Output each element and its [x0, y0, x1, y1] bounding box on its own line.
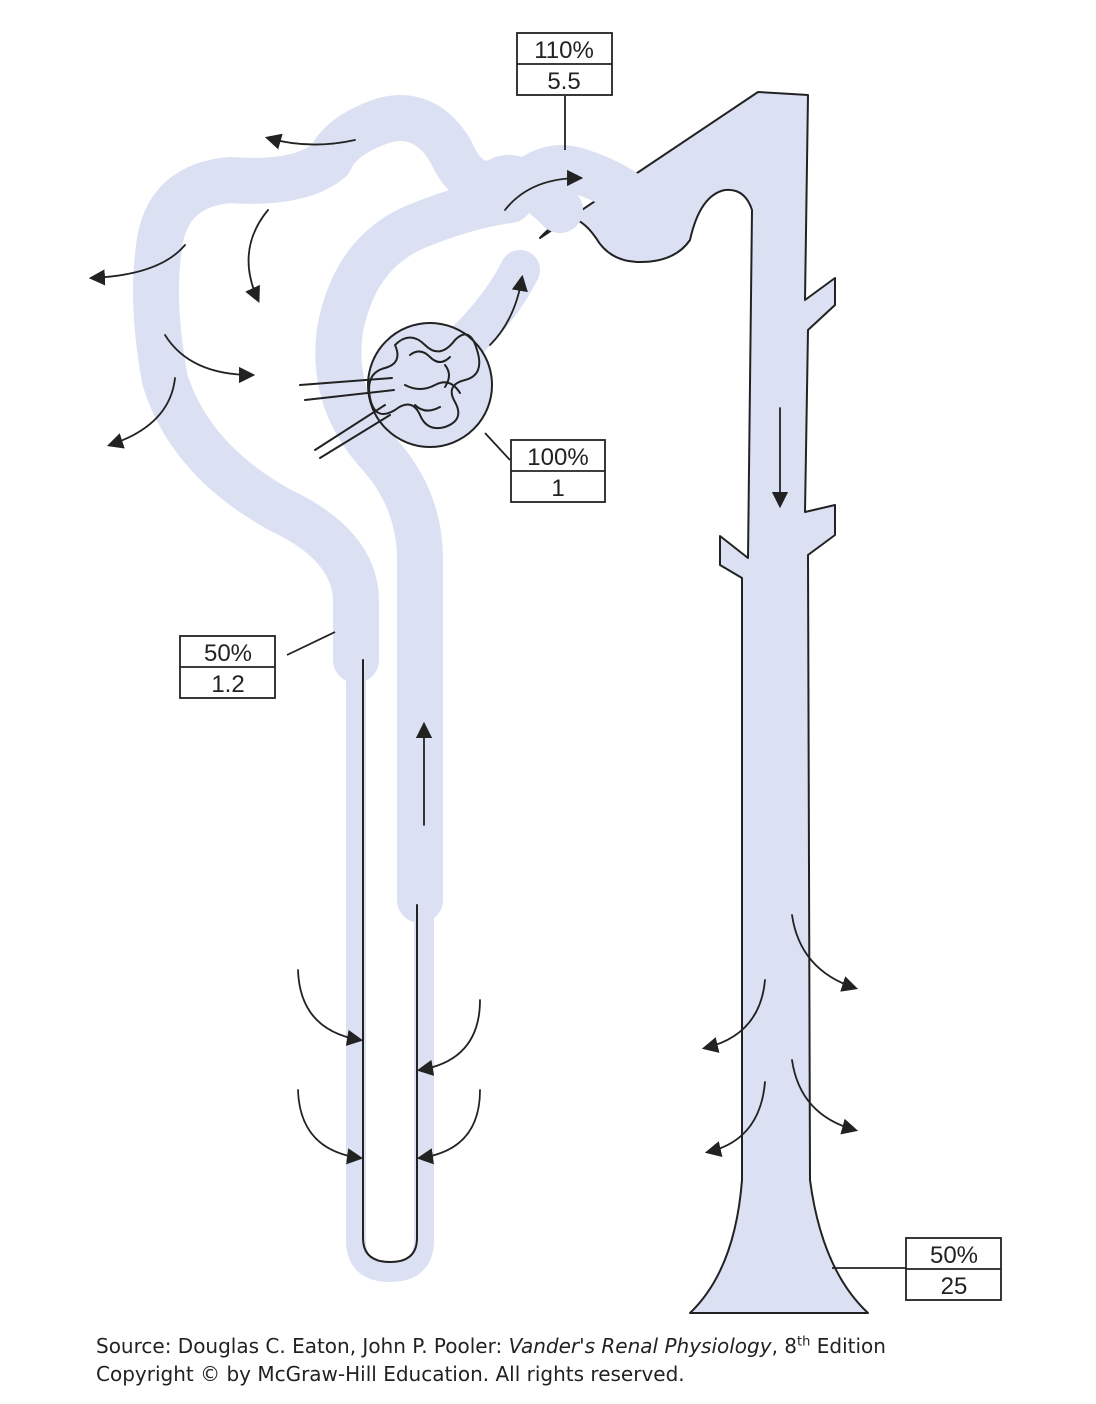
flow-arrows — [88, 133, 859, 1165]
nephron-diagram: 110% 5.5 100% 1 50% 1.2 50% 25 — [88, 32, 1002, 1314]
box-value: 5.5 — [547, 68, 580, 95]
box-percent: 50% — [930, 1242, 978, 1269]
source-line: Source: Douglas C. Eaton, John P. Pooler… — [96, 1334, 886, 1358]
box-value: 1 — [551, 475, 564, 502]
collecting-duct — [539, 91, 869, 1314]
box-percent: 100% — [527, 444, 588, 471]
copyright-line: Copyright © by McGraw-Hill Education. Al… — [96, 1362, 685, 1386]
label-box-collecting: 50% 25 — [905, 1237, 1002, 1301]
box-percent: 50% — [204, 640, 252, 667]
box-percent: 110% — [534, 37, 594, 64]
box-value: 25 — [941, 1273, 968, 1300]
box-value: 1.2 — [211, 671, 244, 698]
distal-tubule — [315, 145, 658, 923]
book-title: Vander's Renal Physiology — [508, 1334, 772, 1358]
source-caption: Source: Douglas C. Eaton, John P. Pooler… — [96, 1332, 1056, 1388]
label-box-proximal: 50% 1.2 — [179, 635, 276, 699]
label-box-bowman: 100% 1 — [510, 439, 606, 503]
leader-proximal — [286, 631, 336, 656]
proximal-tubule — [133, 95, 583, 683]
loop-of-henle — [346, 640, 434, 1282]
leader-bowman — [484, 432, 511, 461]
label-box-distal: 110% 5.5 — [516, 32, 613, 96]
